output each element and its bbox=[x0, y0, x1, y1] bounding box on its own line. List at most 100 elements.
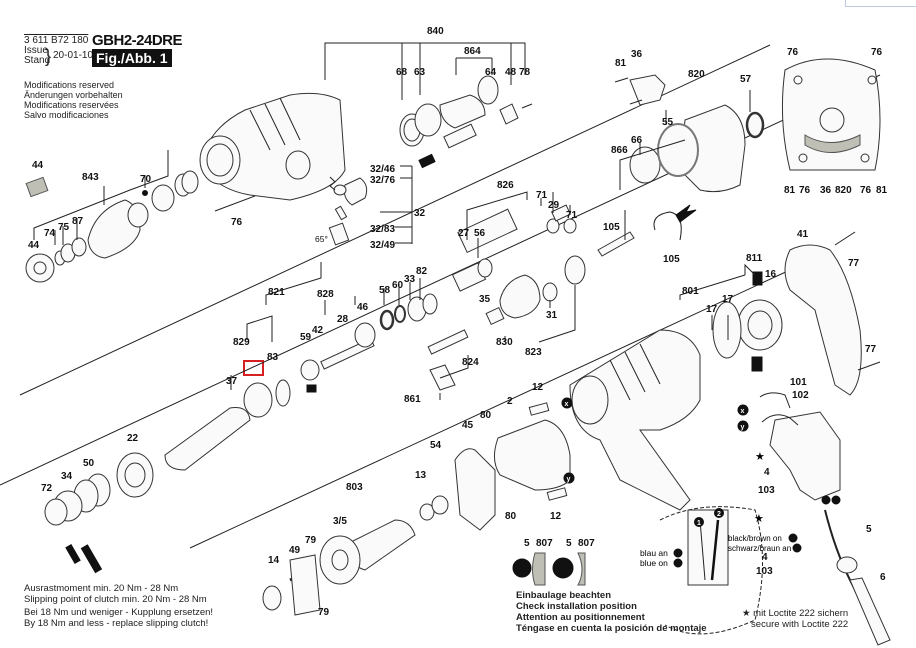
part-label[interactable]: 820 bbox=[835, 185, 852, 196]
part-label[interactable]: 4 bbox=[764, 467, 770, 478]
part-label[interactable]: 66 bbox=[631, 135, 643, 146]
bearing-parts-840[interactable] bbox=[399, 75, 533, 169]
part-label[interactable]: 68 bbox=[396, 67, 408, 78]
part-label[interactable]: 807 bbox=[578, 538, 595, 549]
part-label[interactable]: 76 bbox=[231, 217, 243, 228]
gear-housing[interactable] bbox=[199, 92, 346, 201]
part-label[interactable]: 103 bbox=[756, 566, 773, 577]
part-label[interactable]: 826 bbox=[497, 180, 514, 191]
part-label[interactable]: 22 bbox=[127, 433, 139, 444]
part-label[interactable]: 861 bbox=[404, 394, 421, 405]
part-label[interactable]: 811 bbox=[746, 253, 763, 264]
part-label[interactable]: 35 bbox=[479, 294, 491, 305]
part-label[interactable]: 28 bbox=[337, 314, 349, 325]
spindle-parts[interactable] bbox=[44, 379, 291, 574]
part-label[interactable]: 76 bbox=[799, 185, 811, 196]
part-label[interactable]: 74 bbox=[44, 228, 56, 239]
part-label[interactable]: 823 bbox=[525, 347, 542, 358]
part-label[interactable]: 16 bbox=[765, 269, 777, 280]
part-label[interactable]: 80 bbox=[505, 511, 517, 522]
part-label[interactable]: 2 bbox=[507, 396, 513, 407]
part-label[interactable]: 77 bbox=[848, 258, 860, 269]
power-cable[interactable] bbox=[824, 509, 891, 646]
part-label[interactable]: 17 bbox=[706, 304, 718, 315]
hammer-tube-parts[interactable] bbox=[300, 293, 438, 393]
part-label[interactable]: 27 bbox=[458, 228, 470, 239]
part-label[interactable]: 81 bbox=[876, 185, 888, 196]
part-label[interactable]: 34 bbox=[61, 471, 73, 482]
part-label[interactable]: 843 bbox=[82, 172, 99, 183]
part-label[interactable]: 45 bbox=[462, 420, 474, 431]
part-label[interactable]: 78 bbox=[519, 67, 531, 78]
part-label[interactable]: 840 bbox=[427, 26, 444, 37]
part-label[interactable]: 807 bbox=[536, 538, 553, 549]
part-label[interactable]: 3/5 bbox=[333, 516, 347, 527]
part-label[interactable]: 102 bbox=[792, 390, 809, 401]
part-label[interactable]: 31 bbox=[546, 310, 558, 321]
armature[interactable] bbox=[262, 519, 416, 616]
part-label[interactable]: 44 bbox=[32, 160, 44, 171]
part-label[interactable]: 76 bbox=[860, 185, 872, 196]
part-label[interactable]: 4 bbox=[762, 552, 768, 563]
part-label[interactable]: 866 bbox=[611, 145, 628, 156]
part-label[interactable]: 33 bbox=[404, 274, 416, 285]
part-label[interactable]: 87 bbox=[72, 216, 84, 227]
selector-knob[interactable] bbox=[214, 176, 368, 246]
part-label[interactable]: 32 bbox=[414, 208, 426, 219]
part-label[interactable]: 36 bbox=[820, 185, 832, 196]
part-label[interactable]: 72 bbox=[41, 483, 53, 494]
part-label[interactable]: 48 bbox=[505, 67, 517, 78]
rear-cover[interactable] bbox=[781, 58, 881, 171]
part-label[interactable]: 37 bbox=[226, 376, 238, 387]
part-label[interactable]: 42 bbox=[312, 325, 324, 336]
part-label[interactable]: 12 bbox=[532, 382, 544, 393]
highlighted-part-box[interactable] bbox=[243, 360, 264, 376]
part-label[interactable]: 41 bbox=[797, 229, 809, 240]
part-label[interactable]: 29 bbox=[548, 200, 560, 211]
part-label[interactable]: 105 bbox=[663, 254, 680, 265]
part-label[interactable]: 71 bbox=[566, 210, 578, 221]
part-label[interactable]: 828 bbox=[317, 289, 334, 300]
part-label[interactable]: 32/49 bbox=[370, 240, 395, 251]
part-label[interactable]: 70 bbox=[140, 174, 152, 185]
part-label[interactable]: 44 bbox=[28, 240, 40, 251]
part-label[interactable]: 49 bbox=[289, 545, 301, 556]
part-label[interactable]: 64 bbox=[485, 67, 497, 78]
part-label[interactable]: 5 bbox=[866, 524, 872, 535]
intermediate-flange[interactable] bbox=[597, 74, 765, 257]
part-label[interactable]: 57 bbox=[740, 74, 752, 85]
part-label[interactable]: 829 bbox=[233, 337, 250, 348]
handle-shell[interactable] bbox=[784, 231, 881, 396]
part-label[interactable]: 71 bbox=[536, 190, 548, 201]
part-label[interactable]: 77 bbox=[865, 344, 877, 355]
part-label[interactable]: 80 bbox=[480, 410, 492, 421]
part-label[interactable]: 79 bbox=[318, 607, 330, 618]
part-label[interactable]: 75 bbox=[58, 222, 70, 233]
part-label[interactable]: 820 bbox=[688, 69, 705, 80]
part-label[interactable]: 803 bbox=[346, 482, 363, 493]
part-label[interactable]: 55 bbox=[662, 117, 674, 128]
part-label[interactable]: 46 bbox=[357, 302, 369, 313]
part-label[interactable]: 60 bbox=[392, 280, 404, 291]
part-label[interactable]: 105 bbox=[603, 222, 620, 233]
part-label[interactable]: 830 bbox=[496, 337, 513, 348]
part-label[interactable]: 5 bbox=[524, 538, 530, 549]
part-label[interactable]: 59 bbox=[300, 332, 312, 343]
part-label[interactable]: 103 bbox=[758, 485, 775, 496]
part-label[interactable]: 50 bbox=[83, 458, 95, 469]
part-label[interactable]: 81 bbox=[615, 58, 627, 69]
part-label[interactable]: 801 bbox=[682, 286, 699, 297]
part-label[interactable]: 63 bbox=[414, 67, 426, 78]
part-label[interactable]: 54 bbox=[430, 440, 442, 451]
part-label[interactable]: 56 bbox=[474, 228, 486, 239]
part-label[interactable]: 5 bbox=[566, 538, 572, 549]
part-label[interactable]: 32/46 bbox=[370, 164, 395, 175]
stator-field[interactable] bbox=[419, 402, 571, 531]
part-label[interactable]: 32/83 bbox=[370, 224, 395, 235]
brush-holder[interactable] bbox=[712, 271, 783, 372]
part-label[interactable]: 824 bbox=[462, 357, 479, 368]
part-label[interactable]: 83 bbox=[267, 352, 279, 363]
part-label[interactable]: 76 bbox=[871, 47, 883, 58]
part-label[interactable]: 864 bbox=[464, 46, 481, 57]
part-label[interactable]: 6 bbox=[880, 572, 886, 583]
